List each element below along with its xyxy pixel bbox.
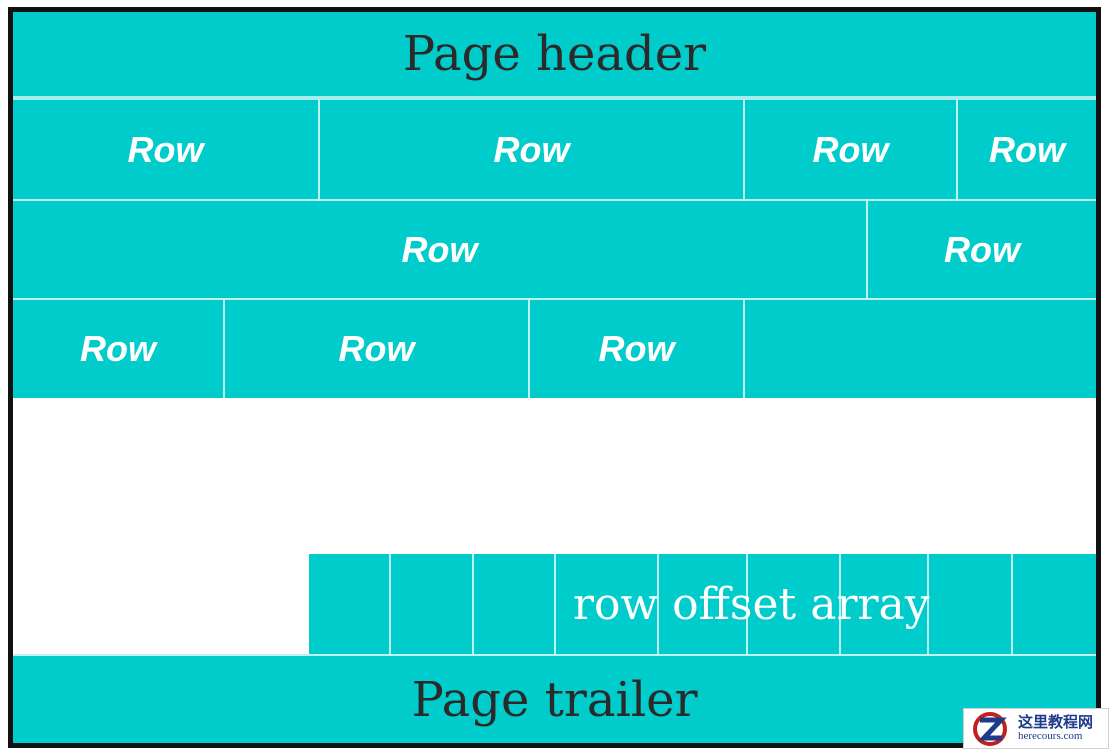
cell-divider xyxy=(318,100,320,199)
offset-slot-divider xyxy=(839,554,841,654)
watermark-cn: 这里教程网 xyxy=(1018,712,1094,731)
row-cell: Row xyxy=(13,201,866,298)
watermark-logo: 这里教程网 herecours.com xyxy=(963,708,1109,749)
row-cell: Row xyxy=(958,100,1096,199)
row-cell: Row xyxy=(745,100,956,199)
offset-slot-divider xyxy=(389,554,391,654)
row-divider xyxy=(13,199,1096,201)
cell-divider xyxy=(743,300,745,398)
row-cell-empty xyxy=(745,300,1096,398)
offset-slot-divider xyxy=(1011,554,1013,654)
cell-divider xyxy=(956,100,958,199)
page-structure-diagram: Page header Row Row Row Row Row Row Row … xyxy=(8,7,1101,748)
header-separator xyxy=(13,96,1096,100)
cell-divider xyxy=(743,100,745,199)
row-cell: Row xyxy=(530,300,743,398)
page-header: Page header xyxy=(13,12,1096,96)
offset-slot-divider xyxy=(554,554,556,654)
watermark-en: herecours.com xyxy=(1018,729,1083,742)
row-cell: Row xyxy=(320,100,743,199)
row-offset-array-label: row offset array xyxy=(573,578,930,630)
cell-divider xyxy=(866,201,868,298)
row-cell: Row xyxy=(225,300,528,398)
cell-divider xyxy=(223,300,225,398)
offset-slot-divider xyxy=(746,554,748,654)
row-offset-array xyxy=(309,554,1096,654)
offset-slot-divider xyxy=(657,554,659,654)
page-trailer: Page trailer xyxy=(13,656,1096,743)
trailer-separator xyxy=(13,654,1096,656)
offset-slot-divider xyxy=(927,554,929,654)
row-cell: Row xyxy=(13,100,318,199)
row-divider xyxy=(13,298,1096,300)
logo-icon xyxy=(973,711,1007,746)
row-cell: Row xyxy=(13,300,223,398)
row-cell: Row xyxy=(868,201,1096,298)
cell-divider xyxy=(528,300,530,398)
offset-slot-divider xyxy=(472,554,474,654)
